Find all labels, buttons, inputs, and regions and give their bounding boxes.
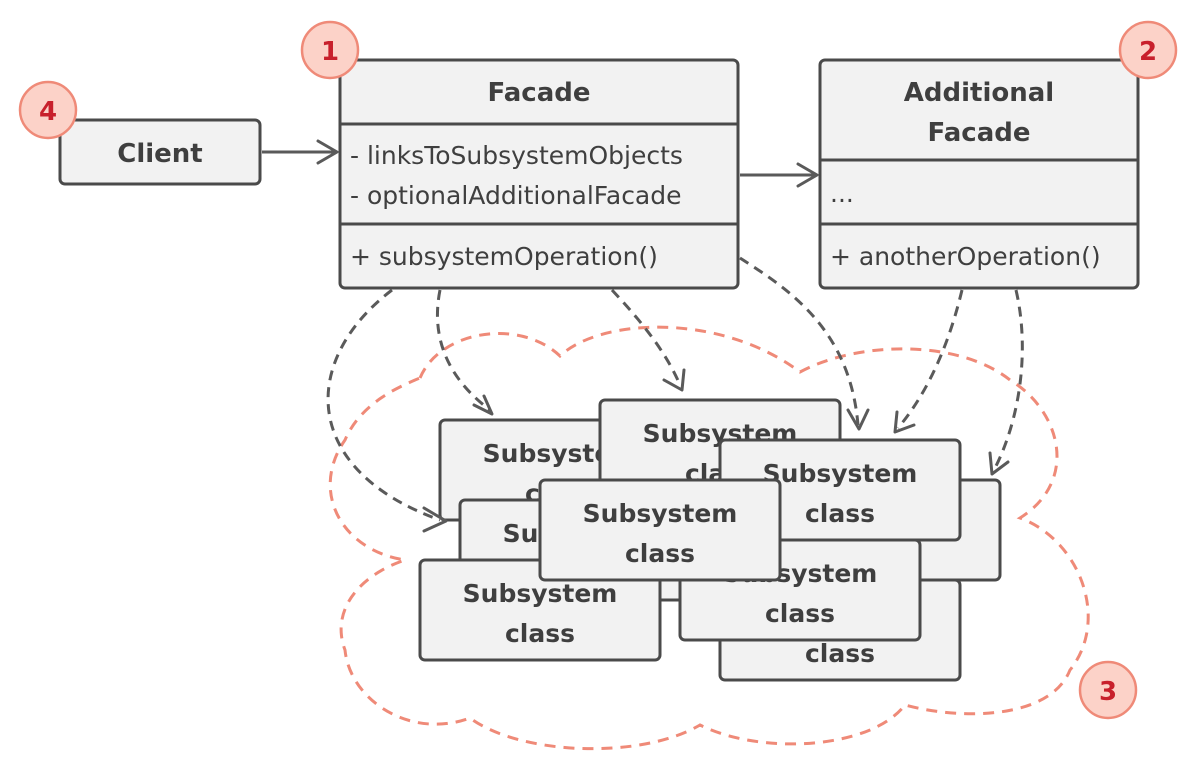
badge-client: 4: [18, 80, 78, 140]
subsystem-class-label: class: [805, 639, 875, 668]
subsystem-classes: Subsystem class Subsystem class Subsyste…: [418, 398, 1002, 682]
subsystem-class-label: class: [805, 499, 875, 528]
badge-facade: 1: [300, 20, 360, 80]
subsystem-class-label: class: [625, 539, 695, 568]
additional-facade-title-line1: Additional: [904, 78, 1054, 108]
additional-facade-title-line2: Facade: [928, 118, 1031, 148]
subsystem-class-label: class: [765, 599, 835, 628]
additional-facade-to-subsystem-arrow: [893, 289, 964, 434]
facade-to-subsystem-arrow: [326, 288, 448, 533]
additional-facade-to-subsystem-arrow: [988, 289, 1024, 476]
facade-field: - optionalAdditionalFacade: [350, 181, 682, 210]
badge-additional-facade: 2: [1118, 20, 1178, 80]
client-title: Client: [117, 139, 202, 169]
subsystem-class-box: Subsystem class: [418, 558, 662, 662]
facade-to-additional-facade-arrow: [740, 162, 819, 188]
client-to-facade-arrow: [262, 139, 339, 165]
subsystem-class-label: Subsystem: [463, 579, 618, 608]
additional-facade-field: ...: [830, 179, 854, 208]
subsystem-class-box: Subsystem class: [538, 478, 782, 582]
additional-facade-box: Additional Facade ... + anotherOperation…: [818, 58, 1140, 290]
facade-to-subsystem-arrow: [435, 289, 494, 416]
badge-number: 2: [1139, 37, 1157, 67]
subsystem-cloud: [328, 325, 1090, 751]
subsystem-class-label: Subsystem: [583, 499, 738, 528]
badge-subsystem: 3: [1078, 660, 1138, 720]
additional-facade-method: + anotherOperation(): [830, 242, 1101, 271]
subsystem-class-label: Subsystem: [763, 459, 918, 488]
subsystem-class-label: class: [505, 619, 575, 648]
facade-field: - linksToSubsystemObjects: [350, 141, 683, 170]
client-box: Client: [58, 118, 262, 186]
facade-to-subsystem-arrow: [739, 256, 870, 431]
facade-box: Facade - linksToSubsystemObjects - optio…: [338, 58, 740, 290]
badge-number: 4: [39, 97, 57, 127]
badge-number: 3: [1099, 677, 1117, 707]
facade-method: + subsystemOperation(): [350, 242, 658, 271]
facade-to-subsystem-arrow: [610, 288, 686, 392]
facade-title: Facade: [488, 78, 591, 108]
badge-number: 1: [321, 37, 339, 67]
